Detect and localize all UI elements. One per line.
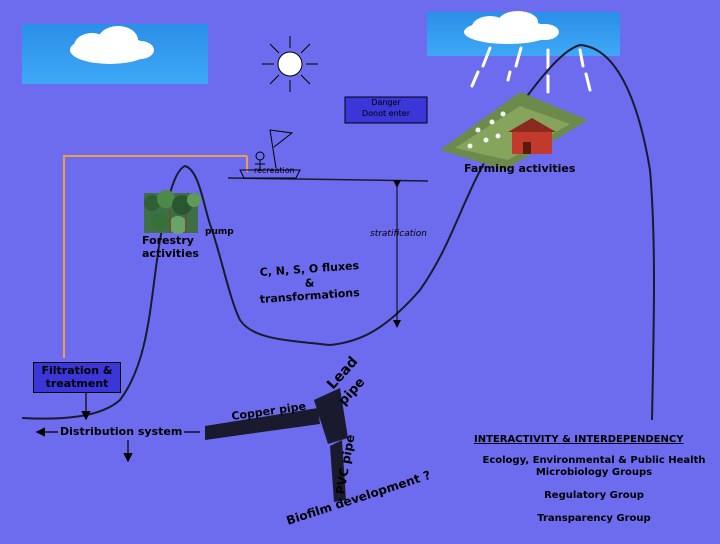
forestry-label-line2: activities — [142, 247, 199, 260]
right-panel-heading: INTERACTIVITY & INTERDEPENDENCY — [474, 434, 684, 445]
group-transparency: Transparency Group — [537, 513, 651, 524]
left-sky-panel — [22, 24, 208, 84]
forestry-label-line1: Forestry — [142, 234, 194, 247]
danger-sign — [344, 96, 428, 124]
person-icon — [255, 151, 265, 170]
watershed-terrain — [21, 43, 655, 421]
farming-label: Farming activities — [464, 162, 576, 175]
supply-pipe — [63, 155, 248, 358]
pipe-network — [205, 388, 348, 502]
fluxes-label: & — [304, 276, 315, 290]
biofilm-label: Biofilm development ? — [285, 468, 433, 528]
farm-image — [440, 92, 588, 170]
cloud-icon — [70, 26, 154, 64]
boat-icon — [239, 169, 301, 179]
pump-label: pump — [205, 227, 234, 237]
rain-icon — [470, 46, 592, 94]
group-ecology: Ecology, Environmental & Public Health M… — [482, 455, 706, 478]
sun-icon — [262, 36, 318, 92]
stratification-label: stratification — [370, 229, 427, 239]
recreation-label: recreation — [254, 166, 295, 175]
filtration-label-line2: treatment — [45, 377, 109, 390]
danger-label-line2: Donot enter — [361, 109, 411, 118]
flag-icon — [269, 129, 294, 169]
filtration-label-line1: Filtration & — [41, 364, 113, 377]
cloud-icon — [464, 11, 559, 44]
group-regulatory: Regulatory Group — [544, 490, 644, 501]
fluxes-label: transformations — [259, 286, 360, 306]
danger-label-line1: Danger — [371, 98, 401, 107]
distribution-label: Distribution system — [58, 425, 185, 438]
right-sky-panel — [427, 11, 620, 56]
filtration-box: Filtration & treatment — [33, 362, 121, 393]
forest-image — [144, 190, 201, 234]
